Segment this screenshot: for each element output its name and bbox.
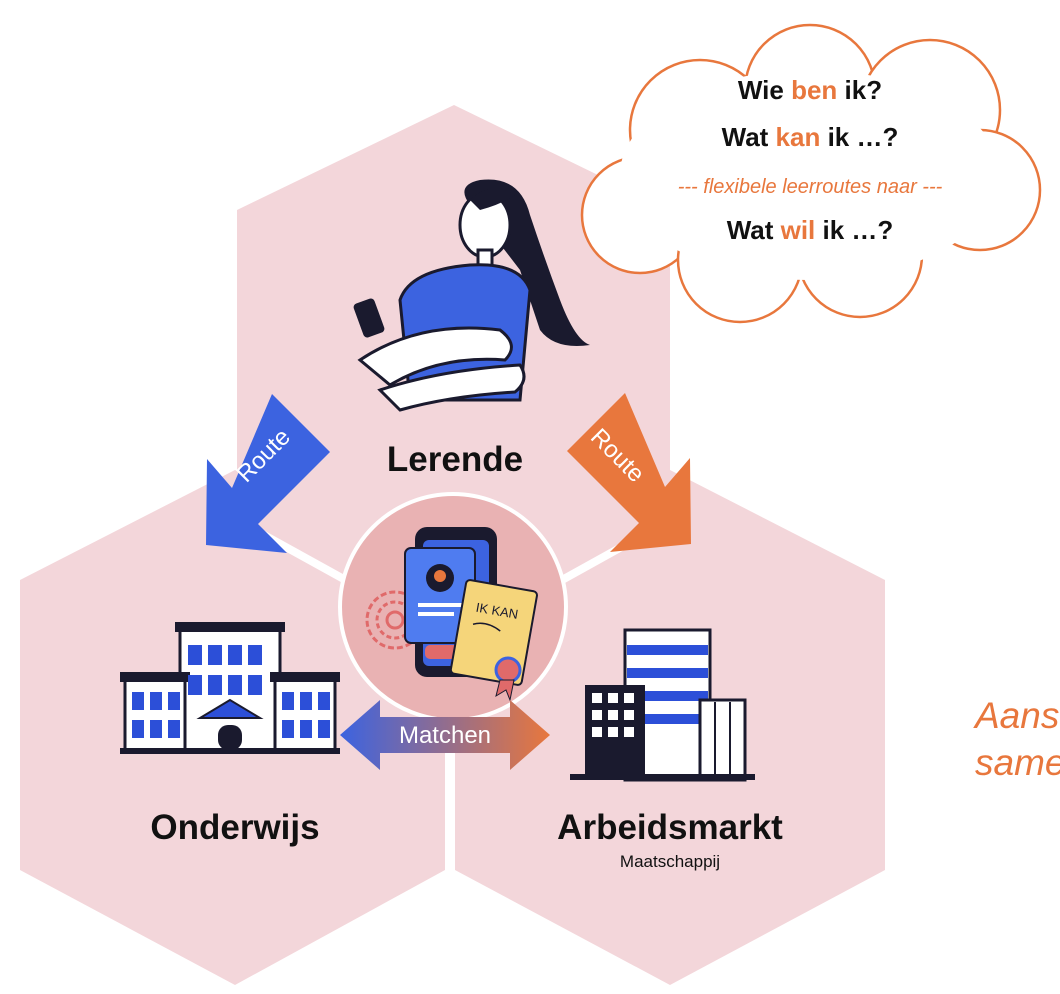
cloud-line-2: Wat kan ik …?	[721, 122, 899, 152]
route-arrow-left	[206, 394, 330, 553]
cloud-line-3: Wat wil ik …?	[726, 215, 894, 245]
side-note-line-2: samen	[975, 742, 1060, 783]
route-arrow-right	[567, 393, 691, 552]
learner-illustration	[353, 179, 590, 412]
label-maatschappij: Maatschappij	[619, 852, 721, 871]
label-arbeidsmarkt: Arbeidsmarkt	[557, 808, 783, 847]
match-label: Matchen	[398, 722, 492, 749]
cloud-subtitle: --- flexibele leerroutes naar ---	[677, 176, 943, 198]
office-building-icon	[570, 628, 755, 782]
school-building-icon	[120, 622, 340, 754]
match-arrow	[340, 700, 550, 770]
certificate-text: IK KAN	[475, 600, 520, 622]
thought-cloud	[580, 23, 1042, 324]
label-lerende: Lerende	[386, 440, 524, 479]
certificate-icon: IK KAN	[449, 579, 538, 702]
cloud-line-1: Wie ben ik?	[737, 75, 883, 105]
center-badge: IK KAN	[338, 492, 568, 722]
label-onderwijs: Onderwijs	[150, 808, 320, 847]
phone-icon	[353, 298, 385, 338]
side-note-line-1: Aanslu	[975, 695, 1060, 736]
